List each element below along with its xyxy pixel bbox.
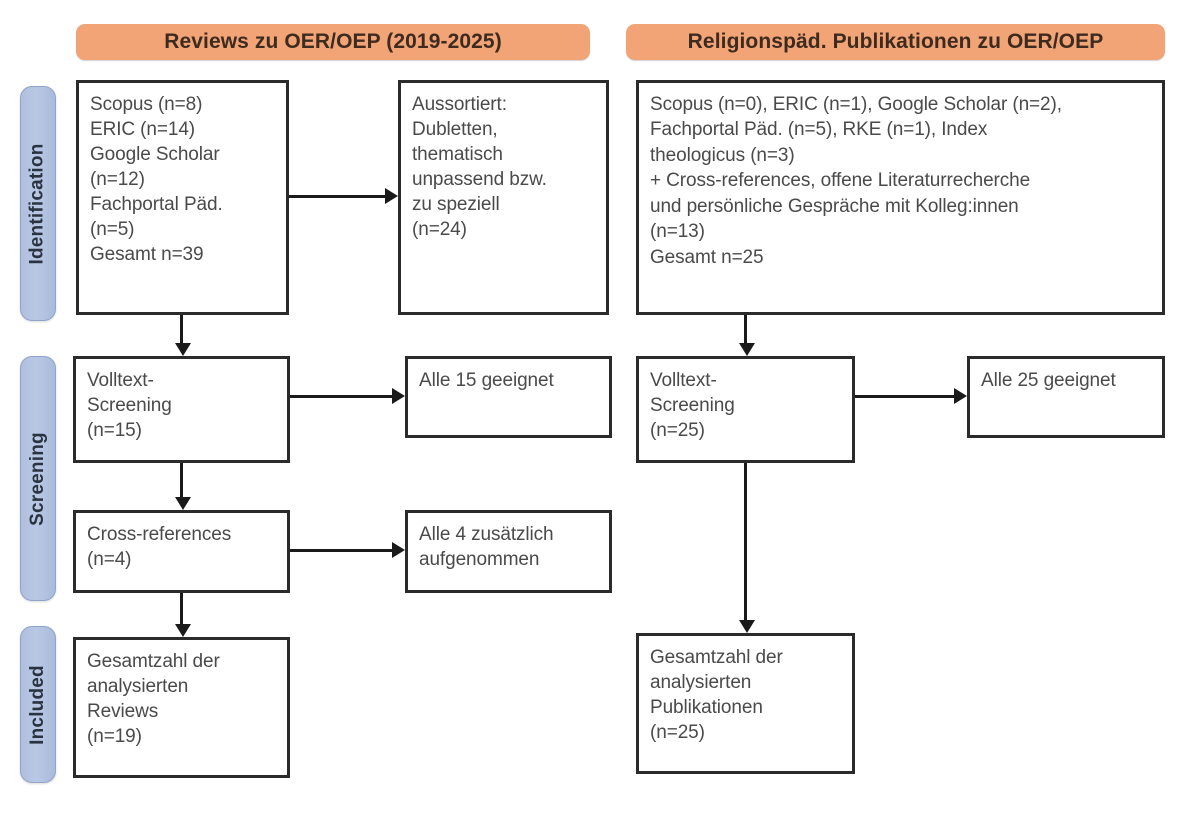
connector-left-crossrefs-to-included bbox=[180, 593, 183, 624]
box-left-excluded-text: Aussortiert: Dubletten, thematisch unpas… bbox=[412, 94, 547, 241]
box-left-identification-sources: Scopus (n=8) ERIC (n=14) Google Scholar … bbox=[76, 80, 289, 315]
arrowhead-left-crossrefs-to-included bbox=[175, 624, 191, 637]
column-header-left: Reviews zu OER/OEP (2019-2025) bbox=[76, 24, 590, 60]
stage-tab-identification: Identification bbox=[20, 86, 56, 321]
box-left-cross-references-result: Alle 4 zusätzlich aufgenommen bbox=[405, 510, 612, 593]
arrowhead-right-sources-to-screening bbox=[739, 343, 755, 356]
box-left-fulltext-screening-text: Volltext- Screening (n=15) bbox=[87, 370, 172, 442]
column-header-right: Religionspäd. Publikationen zu OER/OEP bbox=[626, 24, 1165, 60]
box-right-fulltext-screening: Volltext- Screening (n=25) bbox=[636, 356, 855, 463]
box-left-excluded: Aussortiert: Dubletten, thematisch unpas… bbox=[398, 80, 609, 315]
box-left-included-total-text: Gesamtzahl der analysierten Reviews (n=1… bbox=[87, 651, 220, 748]
connector-left-sources-to-excluded bbox=[289, 195, 385, 198]
box-right-identification-sources: Scopus (n=0), ERIC (n=1), Google Scholar… bbox=[636, 80, 1165, 315]
box-left-included-total: Gesamtzahl der analysierten Reviews (n=1… bbox=[73, 637, 290, 778]
box-left-fulltext-screening: Volltext- Screening (n=15) bbox=[73, 356, 290, 463]
box-left-cross-references: Cross-references (n=4) bbox=[73, 510, 290, 593]
connector-right-screening-to-included bbox=[744, 463, 747, 620]
stage-tab-screening: Screening bbox=[20, 356, 56, 601]
box-right-fulltext-result-text: Alle 25 geeignet bbox=[981, 370, 1116, 391]
arrowhead-right-screening-to-result bbox=[954, 388, 967, 404]
arrowhead-left-screening-to-result bbox=[392, 388, 405, 404]
stage-tab-included-label: Included bbox=[27, 664, 48, 745]
connector-right-screening-to-result bbox=[855, 395, 954, 398]
arrowhead-left-sources-to-excluded bbox=[385, 188, 398, 204]
box-left-cross-references-result-text: Alle 4 zusätzlich aufgenommen bbox=[419, 524, 554, 571]
arrowhead-left-screening-to-crossrefs bbox=[175, 497, 191, 510]
box-left-fulltext-result: Alle 15 geeignet bbox=[405, 356, 612, 438]
connector-left-screening-to-crossrefs bbox=[180, 463, 183, 497]
arrowhead-left-crossrefs-to-result bbox=[392, 542, 405, 558]
box-right-fulltext-screening-text: Volltext- Screening (n=25) bbox=[650, 370, 735, 442]
connector-right-sources-to-screening bbox=[744, 315, 747, 343]
connector-left-sources-to-screening bbox=[180, 315, 183, 343]
stage-tab-included: Included bbox=[20, 626, 56, 783]
connector-left-crossrefs-to-result bbox=[290, 549, 392, 552]
box-right-identification-sources-text: Scopus (n=0), ERIC (n=1), Google Scholar… bbox=[650, 94, 1062, 268]
stage-tab-screening-label: Screening bbox=[27, 431, 49, 526]
box-right-fulltext-result: Alle 25 geeignet bbox=[967, 356, 1165, 438]
box-right-included-total-text: Gesamtzahl der analysierten Publikatione… bbox=[650, 647, 783, 744]
arrowhead-right-screening-to-included bbox=[739, 620, 755, 633]
connector-left-screening-to-result bbox=[290, 395, 392, 398]
box-right-included-total: Gesamtzahl der analysierten Publikatione… bbox=[636, 633, 855, 774]
stage-tab-identification-label: Identification bbox=[27, 142, 48, 265]
box-left-fulltext-result-text: Alle 15 geeignet bbox=[419, 370, 554, 391]
arrowhead-left-sources-to-screening bbox=[175, 343, 191, 356]
box-left-identification-sources-text: Scopus (n=8) ERIC (n=14) Google Scholar … bbox=[90, 94, 223, 266]
box-left-cross-references-text: Cross-references (n=4) bbox=[87, 524, 232, 571]
